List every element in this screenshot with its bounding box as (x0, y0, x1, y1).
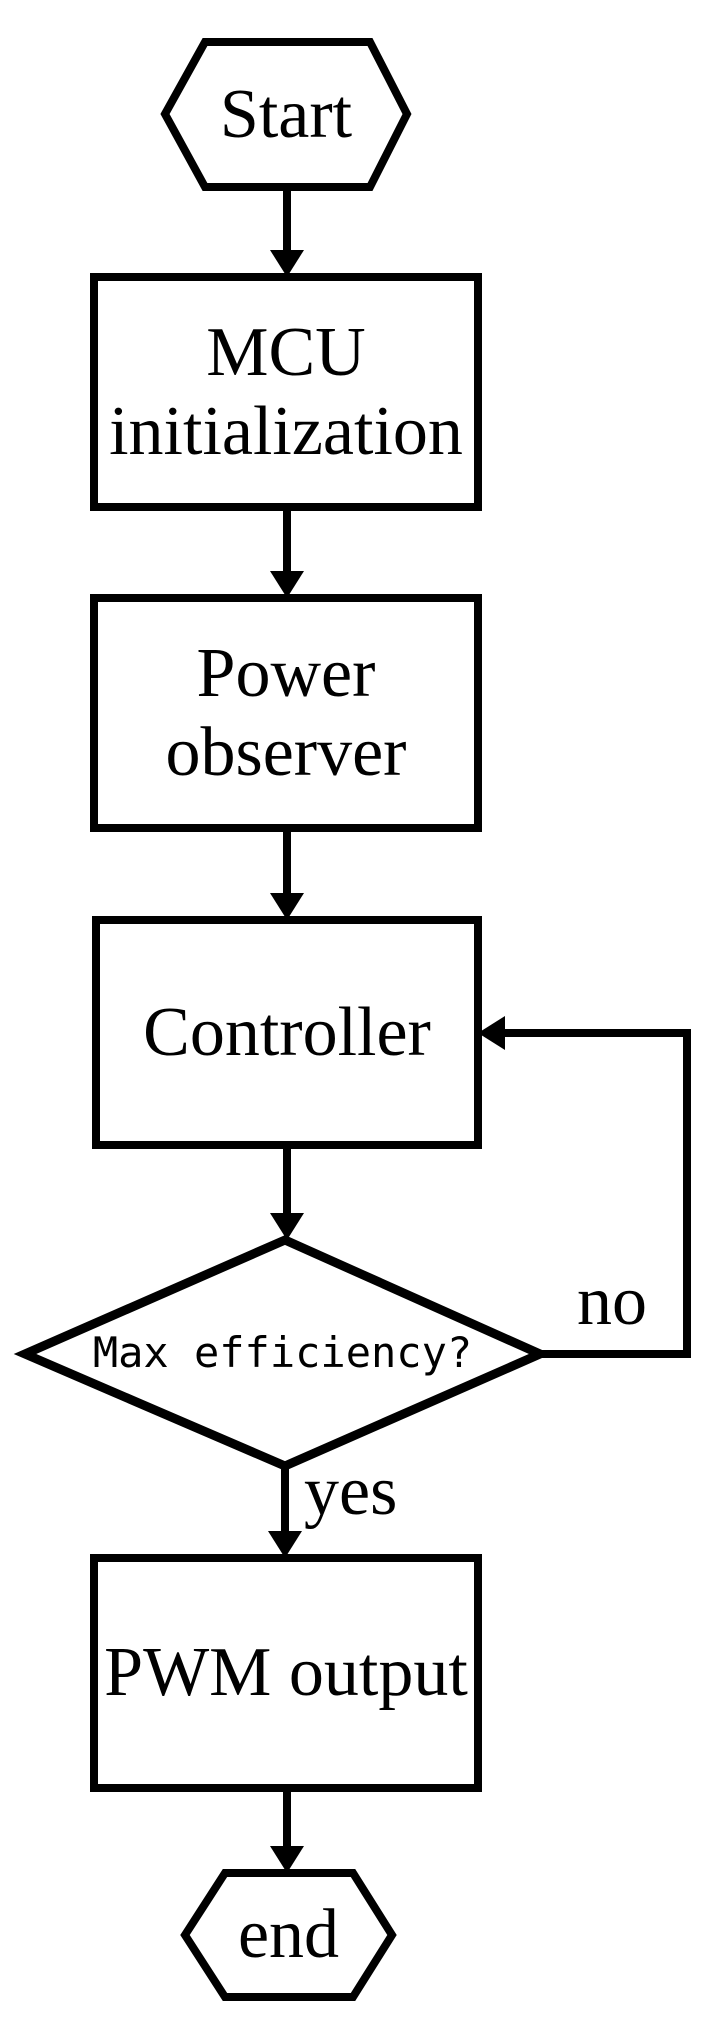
arrowhead-into-decision (270, 1213, 304, 1240)
mcu-initialization-box (90, 273, 482, 511)
decision-diamond (13, 1235, 552, 1471)
arrowhead-into-power (270, 571, 304, 598)
arrowhead-into-controller-top (270, 893, 304, 920)
arrowhead-into-mcu (270, 250, 304, 277)
edge-decision-no-loop (500, 1029, 691, 1358)
arrowhead-into-pwm (268, 1531, 302, 1558)
pwm-output-box (90, 1554, 482, 1792)
arrowhead-into-controller-right (478, 1016, 505, 1050)
power-observer-box (90, 594, 482, 832)
arrowhead-into-end (270, 1846, 304, 1873)
start-hexagon (160, 38, 412, 191)
end-hexagon (180, 1869, 397, 2001)
controller-box (92, 916, 482, 1149)
